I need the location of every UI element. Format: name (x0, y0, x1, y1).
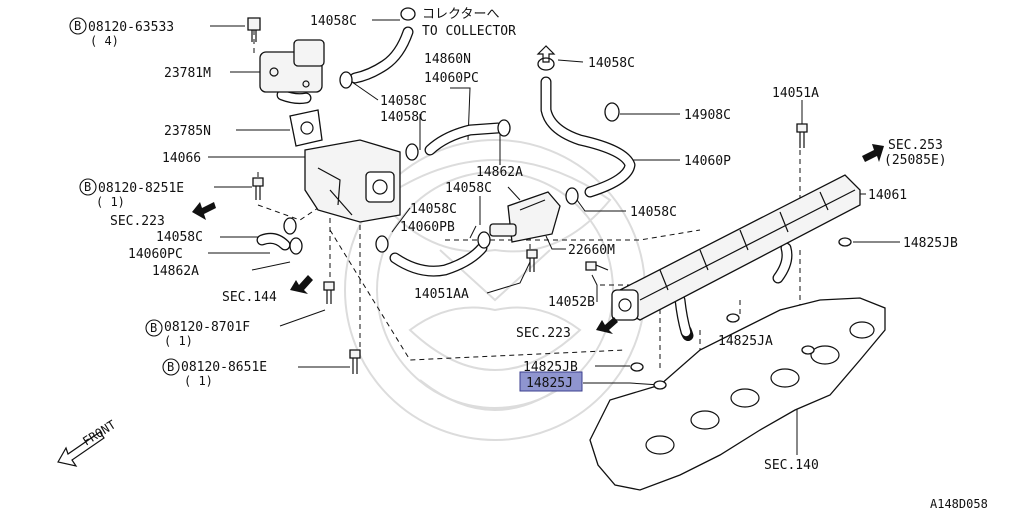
part-labels: 08120-63533 ( 4) 23781M 23785N 14066 081… (80, 7, 988, 511)
part-label-22660m[interactable]: 22660M (568, 243, 615, 258)
collector-note-jp: コレクターへ (422, 7, 499, 22)
highlighted-part-box[interactable] (519, 371, 583, 392)
hose-assemblies (256, 26, 793, 341)
part-label-14060p[interactable]: 14060P (684, 154, 731, 169)
part-label-14058c-b[interactable]: 14058C (380, 94, 427, 109)
svg-text:B: B (150, 321, 157, 335)
up-arrow-icon (536, 45, 556, 63)
part-label-14061[interactable]: 14061 (868, 188, 907, 203)
section-arrow-icon-sec223-mid (596, 317, 618, 334)
part-label-14860n[interactable]: 14860N (424, 52, 471, 67)
fuel-rail-14061 (611, 174, 861, 321)
svg-text:B: B (167, 360, 174, 374)
gasket-23785n (289, 109, 323, 147)
section-label-sec223-mid[interactable]: SEC.223 (516, 326, 571, 341)
actuator-23781m (259, 39, 325, 93)
sensor-22660m (489, 191, 561, 243)
part-label-14058c-top[interactable]: 14058C (310, 14, 357, 29)
part-label-14825ja[interactable]: 14825JA (718, 334, 773, 349)
svg-text:B: B (84, 180, 91, 194)
part-label-14825jb-b[interactable]: 14825JB (523, 360, 578, 375)
bolt-qty-8701: ( 1) (164, 334, 193, 348)
bolt-qty-8651: ( 1) (184, 374, 213, 388)
bolt-qty-63533: ( 4) (90, 34, 119, 48)
bolt-label-8651[interactable]: 08120-8651E (181, 360, 267, 375)
part-label-14060pc-b[interactable]: 14060PC (424, 71, 479, 86)
part-label-14862a-b[interactable]: 14862A (476, 165, 523, 180)
part-label-14060pc-a[interactable]: 14060PC (128, 247, 183, 262)
figure-code: A148D058 (930, 497, 988, 511)
part-label-14862a-a[interactable]: 14862A (152, 264, 199, 279)
section-label-sec223-left[interactable]: SEC.223 (110, 214, 165, 229)
part-label-14058c-c[interactable]: 14058C (380, 110, 427, 125)
section-label-sec144[interactable]: SEC.144 (222, 290, 277, 305)
section-arrow-icon-sec223-left (192, 202, 216, 220)
collector-note-en: TO COLLECTOR (422, 24, 516, 39)
section-arrow-icon-sec253 (862, 144, 884, 162)
part-label-14058c-a[interactable]: 14058C (156, 230, 203, 245)
leader-lines (208, 19, 900, 455)
svg-text:B: B (74, 19, 81, 33)
valve-body-14066 (304, 139, 401, 223)
part-label-14052b[interactable]: 14052B (548, 295, 595, 310)
part-label-14051aa[interactable]: 14051AA (414, 287, 469, 302)
part-label-14058c-g[interactable]: 14058C (630, 205, 677, 220)
part-label-23785n[interactable]: 23785N (164, 124, 211, 139)
bolts (247, 17, 808, 374)
part-label-14066[interactable]: 14066 (162, 151, 201, 166)
intake-manifold-sec140 (589, 297, 886, 491)
circled-b-icon: B B B B (69, 17, 180, 376)
front-label: FRONT (80, 418, 118, 449)
section-label-sec253[interactable]: SEC.253 (888, 138, 943, 153)
part-label-23781m[interactable]: 23781M (164, 66, 211, 81)
part-label-14058c-f[interactable]: 14058C (588, 56, 635, 71)
bolt-label-8701[interactable]: 08120-8701F (164, 320, 250, 335)
bolt-qty-8251: ( 1) (96, 195, 125, 209)
hose-clamps (283, 7, 620, 255)
bolt-label-63533[interactable]: 08120-63533 (88, 20, 174, 35)
crest-watermark-icon (344, 139, 646, 441)
section-label-sec140[interactable]: SEC.140 (764, 458, 819, 473)
o-rings (630, 237, 852, 390)
part-label-14825j[interactable]: 14825J (526, 376, 573, 391)
part-label-14060pb[interactable]: 14060PB (400, 220, 455, 235)
part-label-14908c[interactable]: 14908C (684, 108, 731, 123)
section-arrow-icon-sec144 (290, 275, 313, 294)
front-arrow-icon (57, 431, 105, 467)
section-label-sec253-sub: (25085E) (884, 153, 947, 168)
part-label-14058c-e[interactable]: 14058C (410, 202, 457, 217)
part-label-14051a[interactable]: 14051A (772, 86, 819, 101)
part-label-14058c-d[interactable]: 14058C (445, 181, 492, 196)
bolt-label-8251[interactable]: 08120-8251E (98, 181, 184, 196)
part-label-14825jb-a[interactable]: 14825JB (903, 236, 958, 251)
